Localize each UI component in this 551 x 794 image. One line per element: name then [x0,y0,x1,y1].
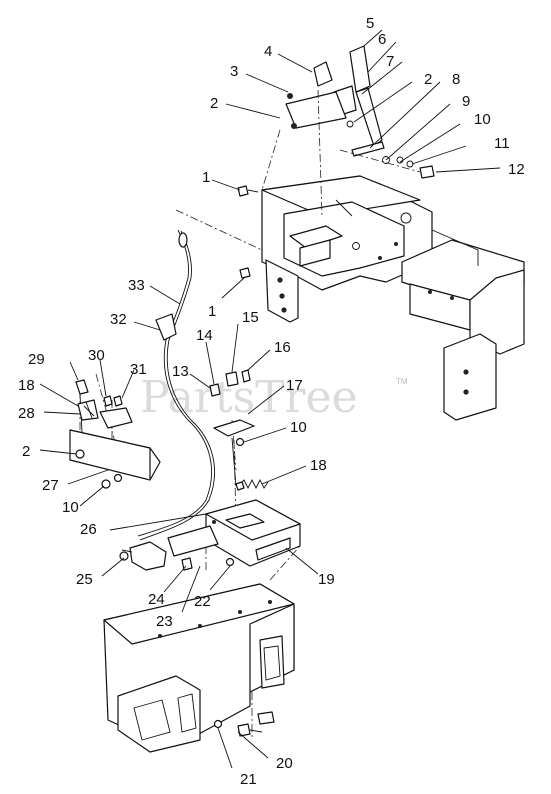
callout-27: 27 [42,477,59,494]
callout-12: 12 [508,161,525,178]
callout-6: 6 [378,31,386,48]
callout-10c: 10 [62,499,79,516]
center-linkage [209,369,269,491]
callout-5: 5 [366,15,374,32]
callout-16: 16 [274,339,291,356]
callout-24: 24 [148,591,165,608]
control-lever [285,45,435,179]
callout-18: 18 [18,377,35,394]
callout-1b: 1 [208,303,216,320]
mount-plate [205,499,301,567]
callout-22: 22 [194,593,211,610]
callout-4: 4 [264,43,272,60]
callout-3: 3 [230,63,238,80]
left-bracket-assembly [69,379,161,489]
callout-15: 15 [242,309,259,326]
upper-frame [261,175,525,421]
callout-33: 33 [128,277,145,294]
callout-28: 28 [18,405,35,422]
callout-19: 19 [318,571,335,588]
callouts: 5 6 4 7 3 2 8 2 9 10 11 12 1 33 1 32 15 … [18,15,525,788]
callout-2c: 2 [22,443,30,460]
callout-14: 14 [196,327,213,344]
watermark-tm: TM [396,377,408,386]
callout-10: 10 [474,111,491,128]
lower-chassis [103,583,295,753]
callout-25: 25 [76,571,93,588]
callout-1: 1 [202,169,210,186]
bolt-1-lower [239,267,251,279]
callout-20: 20 [276,755,293,772]
callout-2b: 2 [424,71,432,88]
callout-32: 32 [110,311,127,328]
callout-21: 21 [240,771,257,788]
callout-31: 31 [130,361,147,378]
callout-30: 30 [88,347,105,364]
bolt-1-upper [237,185,259,197]
callout-10b: 10 [290,419,307,436]
callout-8: 8 [452,71,460,88]
callout-18b: 18 [310,457,327,474]
callout-7: 7 [386,53,394,70]
callout-2: 2 [210,95,218,112]
callout-23: 23 [156,613,173,630]
cable-end-clip [119,525,235,571]
throttle-cable [137,229,216,541]
callout-11: 11 [494,135,510,152]
callout-13: 13 [172,363,189,380]
leader-lines [39,29,501,769]
callout-26: 26 [80,521,97,538]
callout-29: 29 [28,351,45,368]
callout-17: 17 [286,377,303,394]
callout-9: 9 [462,93,470,110]
